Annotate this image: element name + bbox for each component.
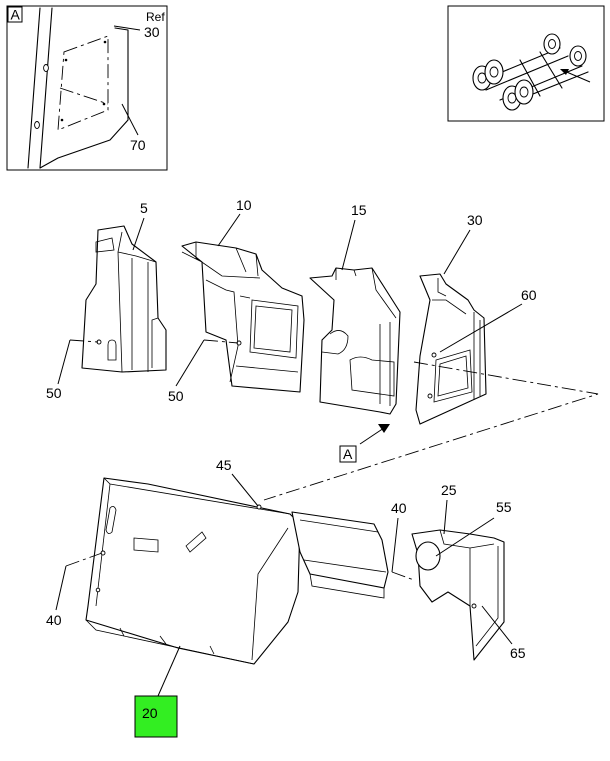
part-30-hole — [427, 393, 433, 399]
callout-50-mid: 50 — [168, 388, 184, 404]
detail-view-a: A Ref 30 70 — [6, 5, 168, 171]
chassis-locator-view — [447, 5, 605, 122]
detail-rivet — [64, 58, 68, 62]
callout-50-left: 50 — [46, 385, 62, 401]
detail-view-letter: A — [11, 7, 21, 23]
part-30-panel — [415, 273, 487, 425]
leader-40-right — [391, 517, 399, 573]
locator-arrow-head — [560, 69, 569, 75]
section-marker-arrow-head — [378, 424, 390, 433]
callout-15: 15 — [351, 202, 367, 218]
detail-hole-top — [43, 64, 49, 72]
leader-50-left — [57, 339, 71, 385]
callout-10: 10 — [236, 197, 252, 213]
leader-60 — [439, 303, 523, 353]
highlighted-part-20-box[interactable] — [134, 695, 178, 738]
detail-hole-bottom — [34, 121, 40, 129]
section-marker-arrow-line — [359, 427, 385, 445]
callout-65: 65 — [510, 645, 526, 661]
part-20-hole — [95, 587, 101, 593]
chassis-crossmember — [519, 51, 563, 97]
part-25-hole — [471, 603, 477, 609]
callout-55: 55 — [496, 499, 512, 515]
part-30-hole — [431, 352, 437, 358]
part-25-housing — [411, 529, 505, 661]
part-55-seal — [415, 541, 441, 571]
leader-50-mid — [175, 339, 205, 387]
leader-15 — [341, 219, 356, 271]
leader-10 — [217, 213, 241, 247]
detail-panel-outline — [39, 27, 129, 169]
part-20-main-box — [85, 477, 301, 665]
leader-45 — [231, 473, 259, 507]
detail-leader-30 — [113, 25, 141, 31]
detail-panel-edge-inner — [39, 7, 53, 169]
callout-25: 25 — [441, 482, 457, 498]
highlighted-part-20-label[interactable]: 20 — [142, 705, 158, 721]
leader-20 — [157, 645, 181, 697]
fastener-path-50-mid — [203, 339, 239, 344]
wheel-group-front — [543, 33, 587, 67]
leader-55 — [435, 517, 495, 557]
leader-65 — [481, 605, 513, 645]
leader-40-left — [55, 565, 67, 611]
section-marker-box — [339, 445, 357, 463]
part-5-panel — [81, 225, 167, 373]
leader-5 — [132, 217, 145, 251]
detail-rivet — [103, 40, 107, 44]
detail-view-ref-label: Ref — [146, 10, 165, 24]
location-line-a — [263, 361, 599, 501]
leader-30 — [443, 229, 471, 275]
detail-panel-edge-left — [27, 7, 41, 169]
detail-plate-center-line — [59, 87, 109, 105]
callout-60: 60 — [521, 287, 537, 303]
section-marker-letter: A — [343, 446, 353, 462]
callout-40-left: 40 — [46, 612, 62, 628]
detail-rivet — [102, 102, 106, 106]
detail-callout-70: 70 — [130, 137, 146, 153]
leader-25 — [443, 499, 448, 535]
wheel-group-rear — [472, 59, 534, 111]
callout-30: 30 — [467, 212, 483, 228]
callout-5: 5 — [140, 200, 148, 216]
fastener-path-50-left — [69, 339, 99, 343]
duct-extension — [291, 511, 389, 599]
part-10-bracket — [181, 241, 305, 393]
detail-leader-70 — [121, 103, 139, 136]
detail-view-letter-box — [7, 6, 23, 23]
part-15-panel — [309, 267, 401, 415]
detail-rivet — [60, 118, 64, 122]
detail-callout-ref-30: 30 — [144, 24, 160, 40]
callout-40-right: 40 — [391, 500, 407, 516]
callout-45: 45 — [216, 457, 232, 473]
fastener-path-40-right — [391, 571, 415, 581]
fastener-path-40-left — [65, 552, 103, 567]
detail-plate-dashed — [57, 35, 109, 131]
